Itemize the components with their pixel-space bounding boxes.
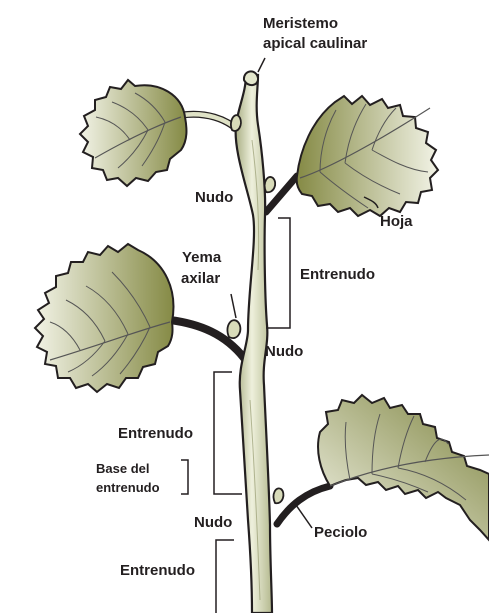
- label-meristem-line2: apical caulinar: [263, 35, 367, 52]
- label-entrenudo-right: Entrenudo: [300, 266, 375, 283]
- label-nudo-top: Nudo: [195, 189, 233, 206]
- label-nudo-bottom: Nudo: [194, 514, 232, 531]
- label-peciolo: Peciolo: [314, 524, 367, 541]
- label-hoja: Hoja: [380, 213, 413, 230]
- label-yema-line1: Yema: [182, 249, 222, 266]
- leaf-middle-left: [33, 242, 175, 394]
- label-yema-line2: axilar: [181, 270, 220, 287]
- petiole-mid-left: [166, 316, 248, 362]
- label-base-line2: entrenudo: [96, 480, 160, 495]
- petiole-lower-right: [273, 482, 334, 528]
- petiole-upper-right: [262, 172, 301, 216]
- leaf-lower-right: [317, 393, 489, 542]
- apical-meristem-bud: [242, 70, 260, 86]
- bracket-base-entrenudo: [181, 459, 189, 495]
- leader-hoja: [363, 196, 379, 209]
- leaf: [295, 94, 440, 218]
- stem: [234, 73, 274, 613]
- label-entrenudo-left: Entrenudo: [118, 425, 193, 442]
- label-nudo-mid: Nudo: [265, 343, 303, 360]
- leader-yema: [230, 293, 237, 319]
- bud-upper: [230, 114, 242, 132]
- bud-right-upper: [263, 176, 277, 194]
- label-entrenudo-bottom: Entrenudo: [120, 562, 195, 579]
- leaf-upper-left: [78, 78, 188, 188]
- bud-lower-right: [272, 487, 285, 505]
- axillary-bud: [226, 319, 242, 339]
- label-base-line1: Base del: [96, 461, 149, 476]
- bracket-entrenudo-left: [213, 371, 242, 495]
- leader-peciolo: [295, 504, 313, 529]
- bracket-entrenudo-right: [266, 217, 291, 329]
- label-meristem-line1: Meristemo: [263, 15, 338, 32]
- bracket-entrenudo-bottom: [215, 539, 234, 613]
- leader-meristem: [257, 57, 266, 73]
